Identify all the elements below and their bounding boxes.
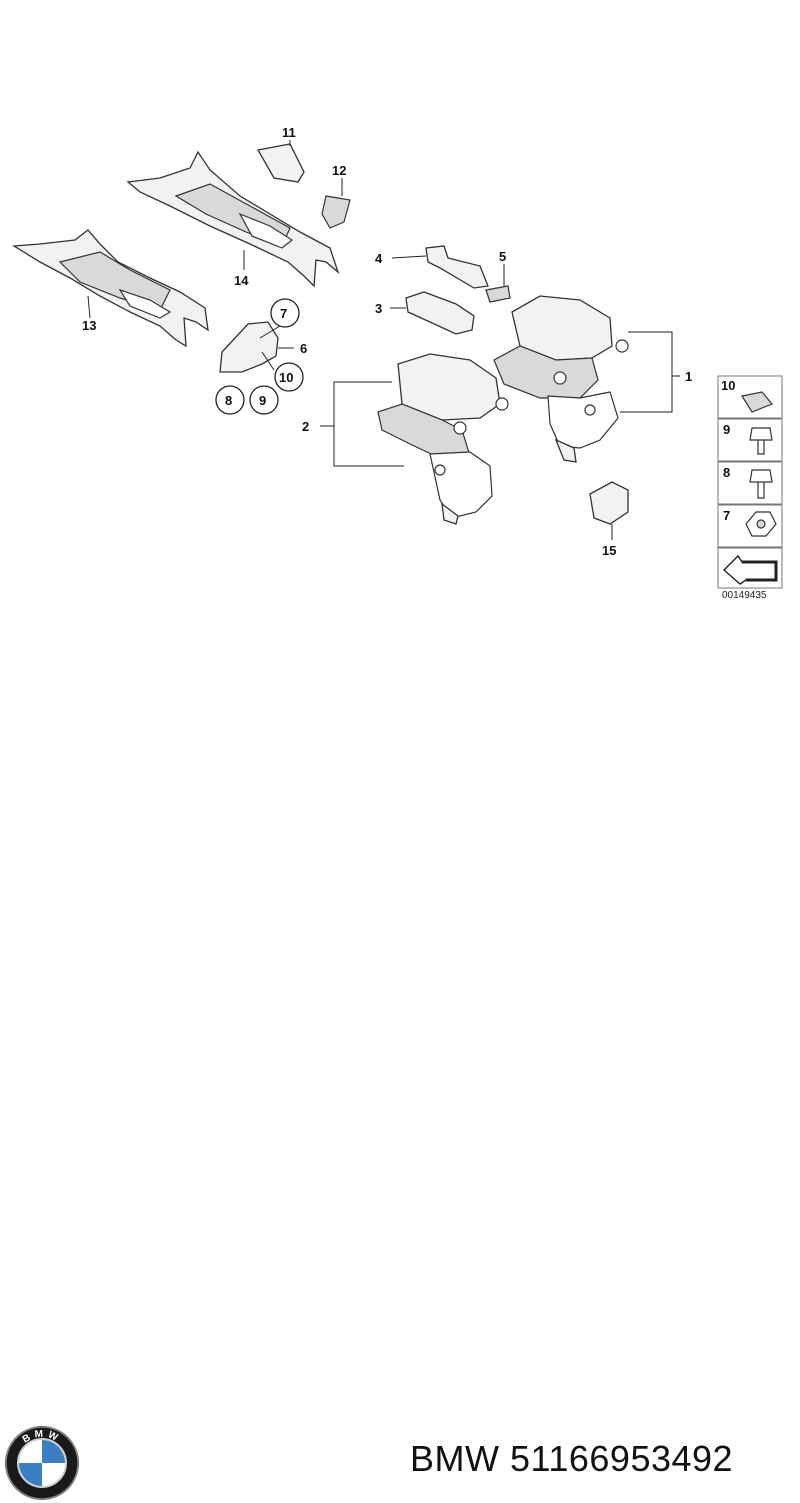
callout-12: 12 [332, 163, 346, 178]
legend-label-7: 7 [723, 508, 730, 523]
bolt-icon [749, 469, 773, 499]
callout-6: 6 [300, 341, 307, 356]
callout-13: 13 [82, 318, 96, 333]
legend-cell-8 [717, 461, 783, 505]
part-12-cover [321, 178, 351, 229]
callout-7: 7 [280, 306, 287, 321]
callout-9-circle [249, 385, 279, 415]
callout-5: 5 [499, 249, 506, 264]
hardware-legend: 10 9 8 7 [717, 375, 783, 589]
part-3-tray [390, 291, 475, 335]
footer: BMW BMW 51166953492 [0, 700, 800, 1500]
callout-10-circle [274, 362, 304, 392]
callout-10: 10 [279, 370, 293, 385]
part-1-armrest [493, 295, 680, 463]
brand-name: BMW [410, 1438, 500, 1479]
parts-diagram: 13 14 11 12 4 5 3 6 7 [11, 125, 783, 601]
clip-nut-icon [741, 391, 773, 413]
part-5-clip [485, 264, 511, 303]
callout-8-circle [215, 385, 245, 415]
part-15-panel [589, 481, 629, 540]
part-11-cover [256, 140, 305, 183]
part-6-bracket [219, 321, 294, 373]
callout-2: 2 [302, 419, 309, 434]
part-number: 51166953492 [510, 1438, 734, 1479]
callout-15: 15 [602, 543, 616, 558]
legend-label-9: 9 [723, 422, 730, 437]
callout-7-circle [270, 298, 300, 328]
legend-label-8: 8 [723, 465, 730, 480]
screw-icon [749, 427, 773, 455]
part-13-console-trim [11, 229, 209, 348]
brand-part-number: BMW 51166953492 [410, 1438, 733, 1480]
callout-3: 3 [375, 301, 382, 316]
legend-label-10: 10 [721, 378, 735, 393]
part-2-armrest [320, 353, 509, 525]
callout-9: 9 [259, 393, 266, 408]
callout-11: 11 [282, 125, 296, 140]
callout-4: 4 [375, 251, 383, 266]
part-4-trim-strip [391, 245, 489, 289]
callout-8: 8 [225, 393, 232, 408]
bmw-logo-icon: BMW [5, 1426, 79, 1500]
callout-1: 1 [685, 369, 692, 384]
part-14-console-trim [126, 150, 340, 288]
callout-14: 14 [234, 273, 249, 288]
diagram-reference-number: 00149435 [722, 590, 767, 601]
